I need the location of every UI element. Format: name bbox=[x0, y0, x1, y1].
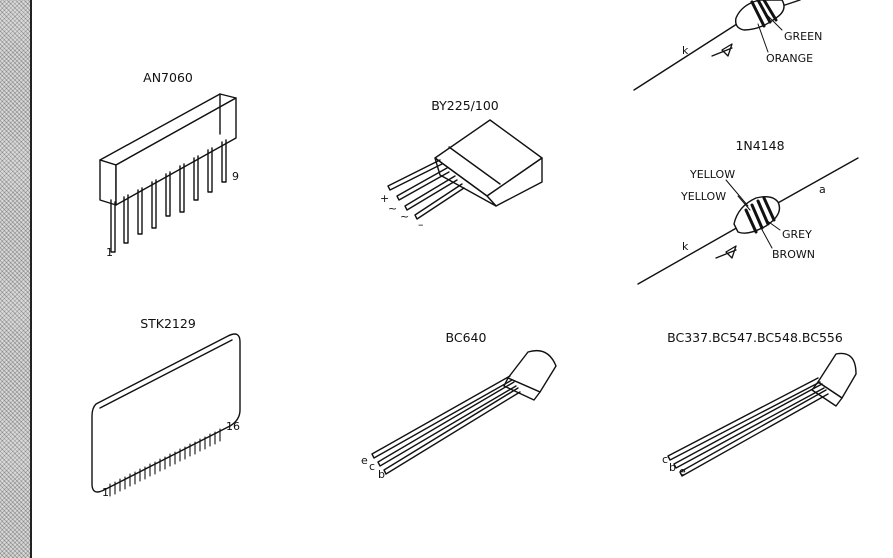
by225-label: BY225/100 bbox=[431, 98, 499, 113]
1n4148-anode: a bbox=[819, 183, 826, 196]
bc640-pin-e: e bbox=[361, 454, 368, 467]
stk2129-pins bbox=[109, 428, 221, 497]
1n4148-band-2: YELLOW bbox=[680, 190, 726, 203]
1n4148-diode bbox=[637, 157, 859, 285]
bc337-leads bbox=[667, 377, 829, 477]
an7060-label: AN7060 bbox=[143, 70, 193, 85]
bc337-pin-e: e bbox=[679, 465, 686, 478]
bc337-pin-b: b bbox=[669, 461, 676, 474]
an7060-pin-last: 9 bbox=[232, 170, 239, 183]
by225-pins bbox=[387, 159, 465, 220]
an7060-pin-first: 1 bbox=[106, 246, 113, 259]
top-diode bbox=[633, 0, 801, 91]
1n4148-cathode: k bbox=[682, 240, 689, 253]
by225-pin-minus: – bbox=[418, 218, 424, 231]
stk2129-label: STK2129 bbox=[140, 316, 196, 331]
bc640-label: BC640 bbox=[446, 330, 487, 345]
by225-pin-ac2: ~ bbox=[400, 210, 409, 223]
1n4148-label: 1N4148 bbox=[735, 138, 784, 153]
stk2129-pin-first: 1 bbox=[102, 486, 109, 499]
bc337-label: BC337.BC547.BC548.BC556 bbox=[667, 330, 843, 345]
bc640-pin-b: b bbox=[378, 468, 385, 481]
top-diode-band-2: ORANGE bbox=[766, 52, 813, 65]
margin-border-line bbox=[30, 0, 32, 558]
bc640-package bbox=[371, 349, 557, 475]
stk2129-package bbox=[91, 333, 241, 497]
1n4148-band-1: YELLOW bbox=[689, 168, 735, 181]
bc640-pin-c: c bbox=[369, 460, 375, 473]
an7060-package bbox=[99, 93, 237, 253]
by225-pin-ac1: ~ bbox=[388, 202, 397, 215]
top-diode-cathode: k bbox=[682, 44, 689, 57]
left-hatched-margin bbox=[0, 0, 30, 558]
bc640-leads bbox=[371, 375, 521, 475]
top-diode-band-1: GREEN bbox=[784, 30, 822, 43]
bc337-pin-c: c bbox=[662, 453, 668, 466]
by225-pin-plus: + bbox=[380, 192, 389, 205]
1n4148-band-4: BROWN bbox=[772, 248, 815, 261]
an7060-pins bbox=[110, 139, 227, 253]
by225-package bbox=[387, 119, 543, 220]
band-pointer-lines bbox=[725, 13, 783, 249]
1n4148-band-3: GREY bbox=[782, 228, 812, 241]
bc337-package bbox=[667, 352, 857, 477]
stk2129-pin-last: 16 bbox=[226, 420, 240, 433]
